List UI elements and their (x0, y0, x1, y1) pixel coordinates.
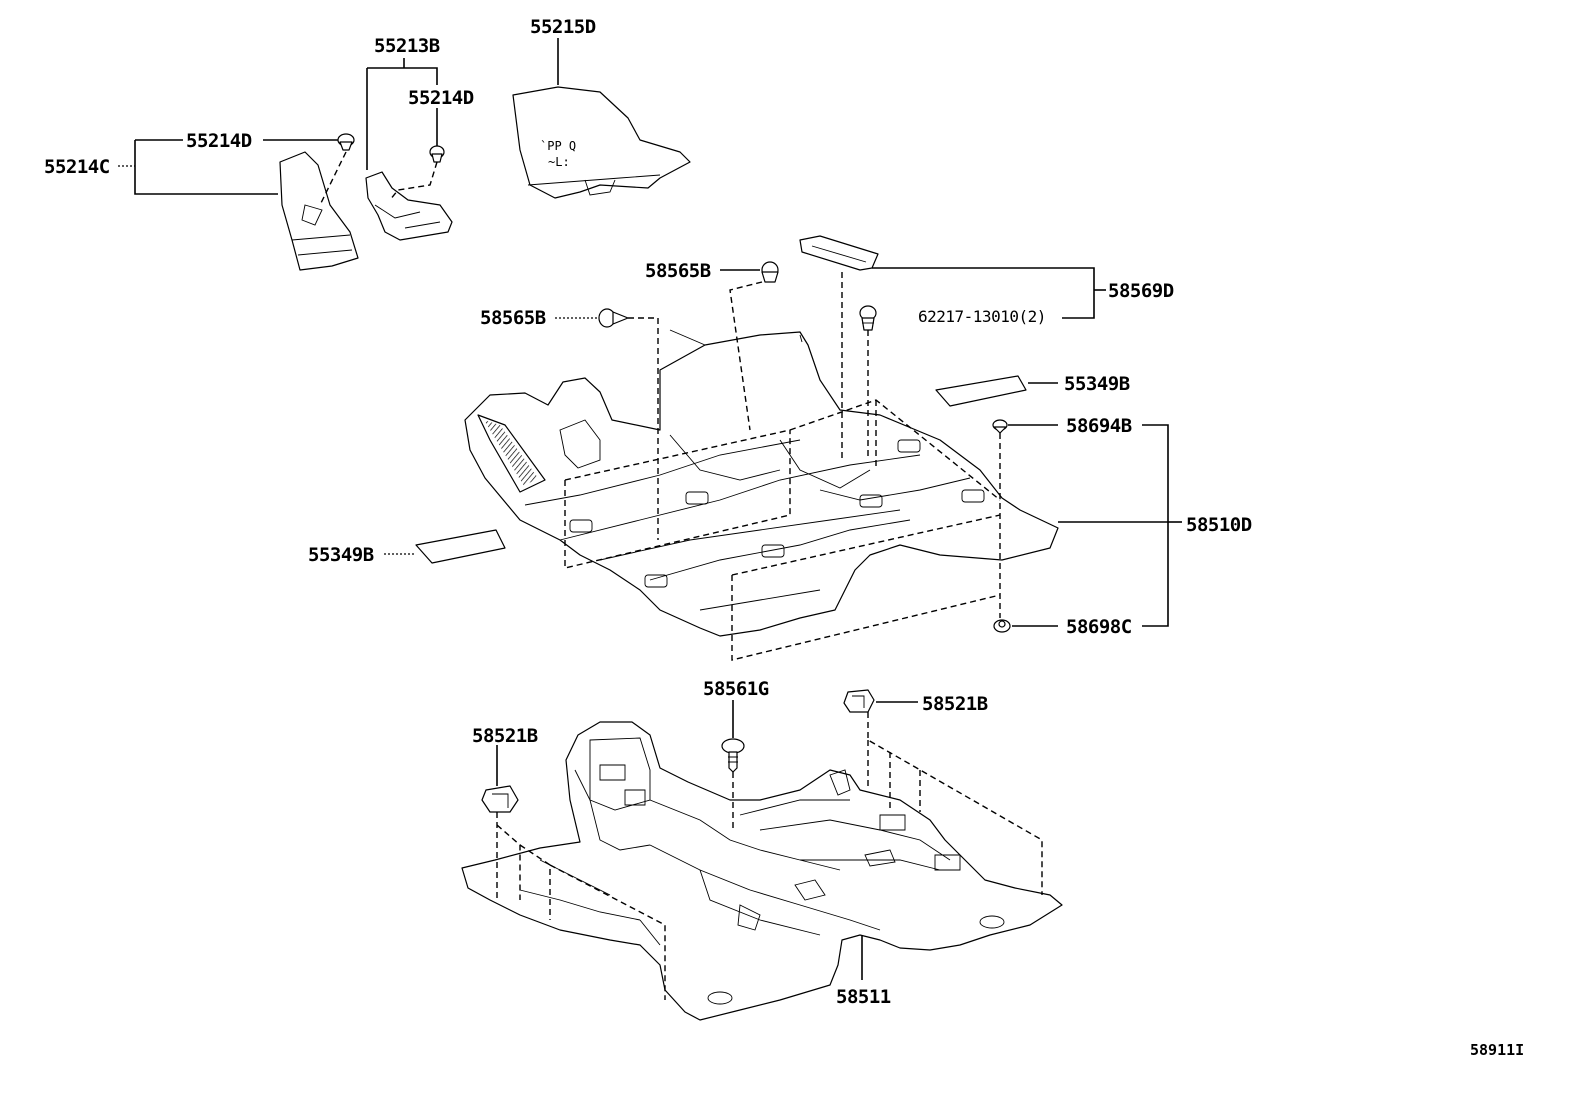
clip-58521B-lower (481, 785, 519, 813)
label-58521B-lower: 58521B (472, 725, 538, 747)
label-58698C: 58698C (1066, 616, 1132, 638)
label-58510D: 58510D (1186, 514, 1252, 536)
svg-text:`PP Q: `PP Q (540, 139, 576, 153)
clip-58565B-lower (598, 308, 629, 328)
label-58569D: 58569D (1108, 280, 1174, 302)
clip-55214D-left (337, 133, 355, 151)
clip-58698C (993, 619, 1011, 633)
clip-58521B-upper (843, 689, 875, 713)
label-58561G: 58561G (703, 678, 769, 700)
label-58565B-upper: 58565B (645, 260, 711, 282)
label-55214C: 55214C (44, 156, 110, 178)
part-55349B-pad-right (935, 375, 1027, 407)
clip-58565B-upper (761, 261, 779, 283)
svg-text:~L:: ~L: (548, 155, 570, 169)
label-55349B-right: 55349B (1064, 373, 1130, 395)
label-55213B: 55213B (374, 35, 440, 57)
label-58694B: 58694B (1066, 415, 1132, 437)
part-55349B-pad-left (415, 529, 506, 564)
clip-55214D-right (429, 145, 445, 163)
clip-58561G (721, 738, 745, 773)
part-55213B-insulator (365, 171, 453, 241)
clip-58694B (992, 419, 1008, 434)
label-55349B-left: 55349B (308, 544, 374, 566)
part-55215D-heat-insulator: `PP Q ~L: (512, 86, 691, 199)
part-55214C-insulator (279, 151, 359, 271)
label-58565B-lower: 58565B (480, 307, 546, 329)
label-55214D-left: 55214D (186, 130, 252, 152)
part-58511-floor-insulator (461, 721, 1063, 1021)
label-58511: 58511 (836, 986, 891, 1008)
part-58569D-cover (799, 235, 879, 271)
label-58521B-upper: 58521B (922, 693, 988, 715)
clip-62217-13010 (859, 305, 877, 331)
reference-code: 58911I (1470, 1041, 1524, 1059)
label-62217-13010: 62217-13010(2) (918, 307, 1046, 326)
label-55215D: 55215D (530, 16, 596, 38)
label-55214D-right: 55214D (408, 87, 474, 109)
part-58510D-floor-carpet-front (464, 329, 1059, 637)
